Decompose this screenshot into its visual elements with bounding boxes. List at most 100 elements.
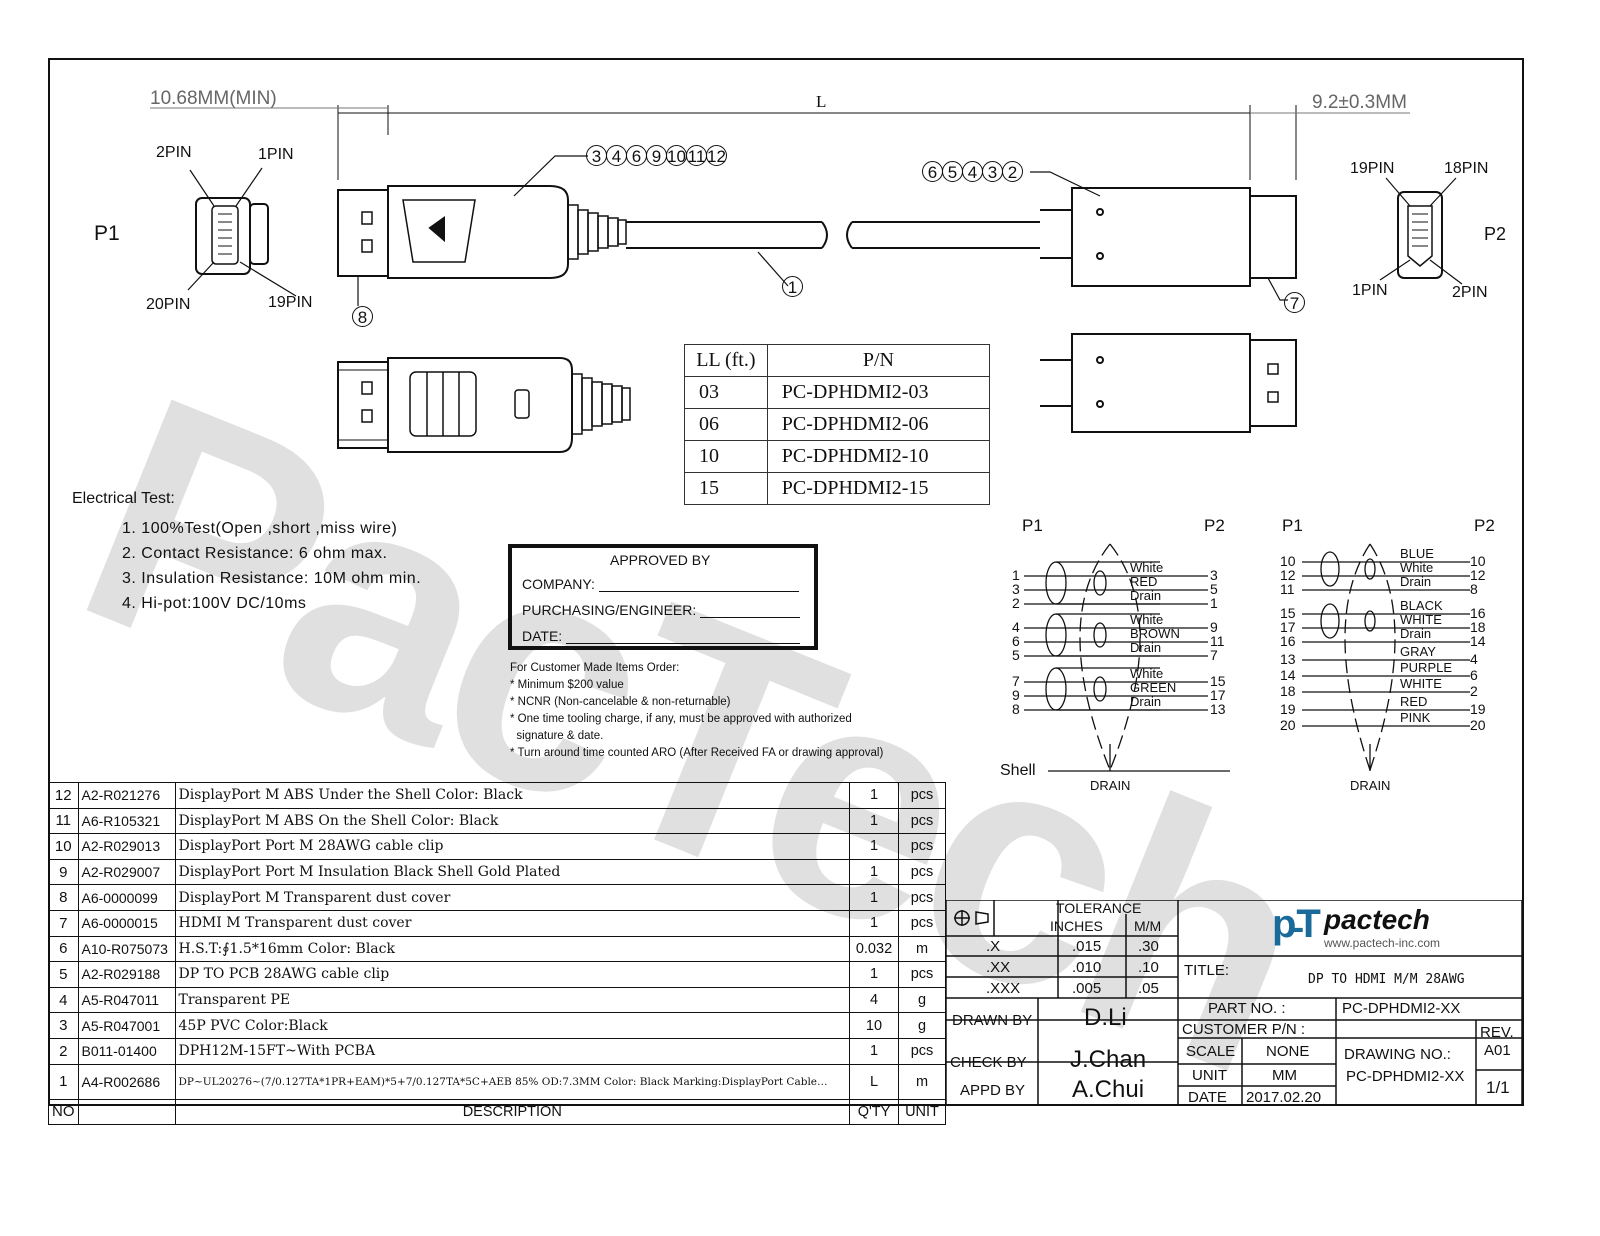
p1-pin2: 2PIN: [156, 144, 192, 161]
bom-header-no: NO: [48, 1098, 79, 1126]
tolerance-mm: .30: [1138, 938, 1159, 955]
bom-no: 7: [48, 909, 79, 937]
wiring-left-p2-pin: 3: [1210, 567, 1218, 583]
pn-row: 10 PC-DPHDMI2-10: [684, 440, 991, 473]
part-no-value: PC-DPHDMI2-XX: [1342, 1000, 1461, 1017]
callout-bubble: 3: [982, 161, 1003, 182]
wiring-right-p2-pin: 2: [1470, 683, 1478, 699]
p1-pin20: 20PIN: [146, 296, 191, 313]
bom-row: 9 A2-R029007 DisplayPort Port M Insulati…: [48, 858, 946, 886]
wiring-right-p2-pin: 14: [1470, 633, 1486, 649]
wiring-right-p1-pin: 19: [1280, 701, 1296, 717]
electrical-item: 1. 100%Test(Open ,short ,miss wire): [122, 520, 398, 537]
bom-description: H.S.T:∮1.5*16mm Color: Black: [174, 935, 850, 963]
bom-unit: pcs: [898, 961, 946, 988]
approval-date: DATE:: [522, 628, 801, 644]
wiring-right-p1-pin: 13: [1280, 651, 1296, 667]
bom-row: 7 A6-0000015 HDMI M Transparent dust cov…: [48, 909, 946, 937]
bom-unit: g: [898, 986, 946, 1014]
bom-row: 12 A2-R021276 DisplayPort M ABS Under th…: [48, 782, 946, 809]
pn-row: 06 PC-DPHDMI2-06: [684, 408, 991, 441]
callout-bubble: 10: [666, 145, 687, 166]
wiring-right-p2-pin: 10: [1470, 553, 1486, 569]
bom-code: A2-R029007: [77, 858, 176, 886]
wiring-right-drain: DRAIN: [1350, 778, 1391, 793]
wiring-right-p2-pin: 20: [1470, 717, 1486, 733]
bom-unit: pcs: [898, 782, 946, 809]
wiring-left-drain: DRAIN: [1090, 778, 1131, 793]
bom-no: 11: [48, 807, 79, 835]
bom-unit: pcs: [898, 909, 946, 937]
bom-qty: 1: [849, 807, 899, 835]
bom-code: A6-0000015: [77, 909, 176, 937]
customer-note: * One time tooling charge, if any, must …: [510, 713, 852, 725]
wiring-left-color: Drain: [1130, 588, 1162, 603]
callout-bubble: 2: [1002, 161, 1023, 182]
bom-description: DisplayPort M ABS Under the Shell Color:…: [174, 782, 850, 809]
brand-name: pactech: [1324, 904, 1430, 935]
bom-no: 3: [48, 1012, 79, 1039]
scale-value: NONE: [1266, 1043, 1310, 1060]
bom-description: DP~UL20276~(7/0.127TA*1PR+EAM)*5+7/0.127…: [174, 1063, 850, 1100]
unit-label: UNIT: [1192, 1067, 1227, 1084]
pactech-logo-mark: p̵T: [1272, 902, 1321, 946]
title-block-grid: [946, 900, 1522, 1106]
tolerance-inches: INCHES: [1050, 918, 1103, 934]
bom-header-row: NO DESCRIPTION Q'TY UNIT: [48, 1098, 946, 1126]
callout-bubble: 6: [922, 161, 943, 182]
customer-note: * NCNR (Non-cancelable & non-returnable): [510, 696, 731, 708]
pn-ll: 15: [684, 472, 768, 505]
wiring-left-color: White: [1130, 666, 1164, 681]
bom-row: 11 A6-R105321 DisplayPort M ABS On the S…: [48, 807, 946, 835]
wiring-left-p2-pin: 13: [1210, 701, 1226, 717]
bill-of-materials: 12 A2-R021276 DisplayPort M ABS Under th…: [48, 782, 946, 1126]
wiring-right-color: WHITE: [1400, 676, 1442, 691]
electrical-list: 1. 100%Test(Open ,short ,miss wire) 2. C…: [122, 516, 421, 616]
tolerance-inch: .015: [1072, 938, 1102, 955]
rev-label: REV.: [1480, 1024, 1514, 1041]
bom-row: 1 A4-R002686 DP~UL20276~(7/0.127TA*1PR+E…: [48, 1063, 946, 1100]
bom-qty: 1: [849, 1037, 899, 1065]
wiring-right-color: White: [1400, 560, 1434, 575]
wiring-left-p2-pin: 9: [1210, 619, 1218, 635]
tolerance-mm: .10: [1138, 959, 1159, 976]
wiring-right-color: GRAY: [1400, 644, 1436, 659]
bom-no: 12: [48, 782, 79, 809]
wiring-right-p2-pin: 12: [1470, 567, 1486, 583]
customer-note: * Turn around time counted ARO (After Re…: [510, 747, 884, 759]
bom-code: A2-R021276: [77, 782, 176, 809]
tolerance-inch: .010: [1072, 959, 1102, 976]
bom-row: 6 A10-R075073 H.S.T:∮1.5*16mm Color: Bla…: [48, 935, 946, 963]
wiring-left-color: Drain: [1130, 694, 1162, 709]
wiring-right-color: PURPLE: [1400, 660, 1453, 675]
bom-code: B011-01400: [77, 1037, 176, 1065]
bom-description: DisplayPort M ABS On the Shell Color: Bl…: [174, 807, 850, 835]
customer-note: * Minimum $200 value: [510, 679, 624, 691]
electrical-item: 3. Insulation Resistance: 10M ohm min.: [122, 570, 422, 587]
p2-pin1: 1PIN: [1352, 282, 1388, 299]
bom-unit: pcs: [898, 833, 946, 860]
pn-row: 03 PC-DPHDMI2-03: [684, 376, 991, 409]
bom-no: 8: [48, 884, 79, 911]
bom-no: 2: [48, 1037, 79, 1065]
wiring-right-p2-pin: 18: [1470, 619, 1486, 635]
date-label: DATE: [1188, 1089, 1227, 1106]
bom-row: 10 A2-R029013 DisplayPort Port M 28AWG c…: [48, 833, 946, 860]
title-value: DP TO HDMI M/M 28AWG: [1308, 972, 1465, 987]
bom-unit: pcs: [898, 1037, 946, 1065]
wiring-left-p2: P2: [1204, 516, 1225, 535]
bom-description: Transparent PE: [174, 986, 850, 1014]
scale-label: SCALE: [1186, 1043, 1236, 1060]
callout-bubble: 11: [686, 145, 707, 166]
bom-row: 2 B011-01400 DPH12M-15FT~With PCBA 1 pcs: [48, 1037, 946, 1065]
wiring-right-p2-pin: 4: [1470, 651, 1478, 667]
bom-no: 4: [48, 986, 79, 1014]
bom-code: A10-R075073: [77, 935, 176, 963]
callout-bubble: 3: [586, 145, 607, 166]
bom-unit: pcs: [898, 858, 946, 886]
drawn-by-label: DRAWN BY: [952, 1012, 1033, 1029]
customer-note: For Customer Made Items Order:: [510, 662, 680, 674]
wiring-right-p1-pin: 16: [1280, 633, 1296, 649]
tolerance-label: .X: [986, 938, 1001, 955]
